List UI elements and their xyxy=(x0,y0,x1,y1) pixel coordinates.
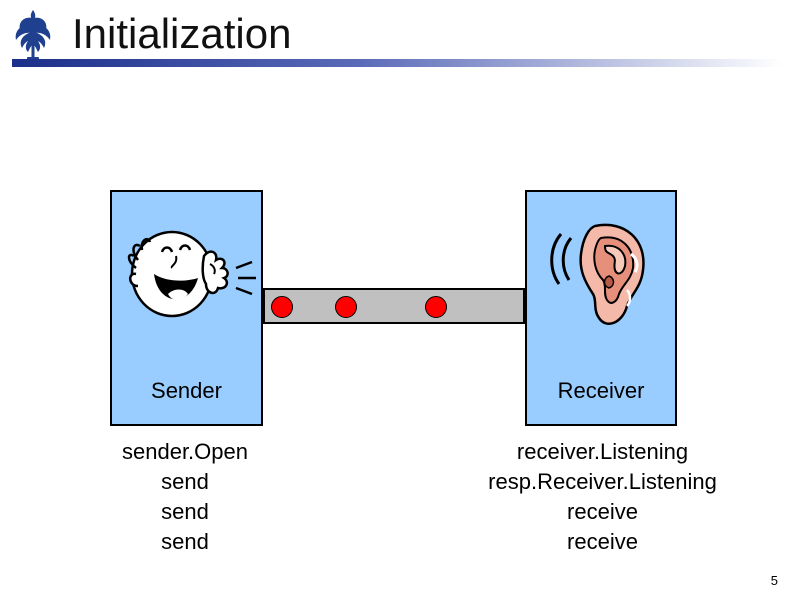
receiver-command-list: receiver.Listening resp.Receiver.Listeni… xyxy=(460,437,745,557)
sender-command: sender.Open xyxy=(122,439,248,464)
packet xyxy=(271,296,293,318)
receiver-label: Receiver xyxy=(557,378,645,403)
sender-command: send xyxy=(161,469,209,494)
sender-command: send xyxy=(161,529,209,554)
ear-icon xyxy=(550,223,645,325)
receiver-command: receive xyxy=(567,529,638,554)
oak-leaf-logo-icon xyxy=(10,8,56,62)
receiver-box: Receiver xyxy=(525,190,677,426)
page-number: 5 xyxy=(770,573,778,588)
channel-pipe xyxy=(263,288,525,324)
sender-label: Sender xyxy=(151,378,222,403)
sender-box: Sender xyxy=(110,190,263,426)
sender-command-list: sender.Open send send send xyxy=(85,437,285,557)
receiver-command: receive xyxy=(567,499,638,524)
title-underline xyxy=(12,59,782,67)
packet xyxy=(335,296,357,318)
shouting-face-icon xyxy=(127,230,256,318)
slide-title: Initialization xyxy=(72,10,292,57)
receiver-command: resp.Receiver.Listening xyxy=(488,469,717,494)
receiver-command: receiver.Listening xyxy=(516,439,689,464)
sender-command: send xyxy=(161,499,209,524)
packet xyxy=(425,296,447,318)
